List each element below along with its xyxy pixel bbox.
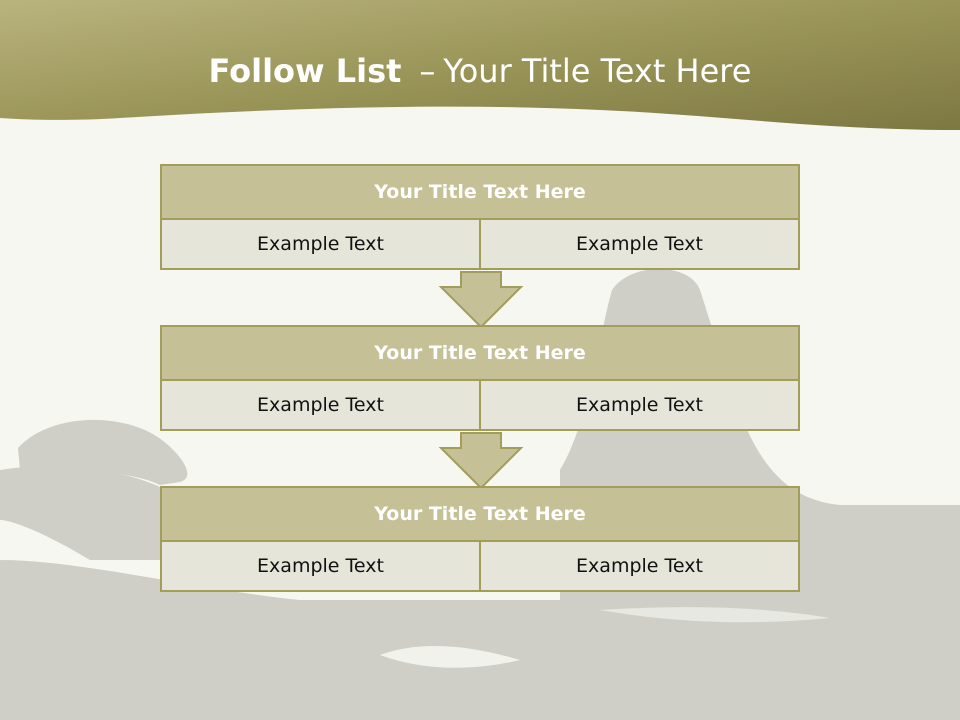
block-title: Your Title Text Here: [160, 164, 800, 220]
block-row: Example Text Example Text: [160, 381, 800, 431]
follow-block-1: Your Title Text Here Example Text Exampl…: [160, 164, 800, 270]
block-row: Example Text Example Text: [160, 220, 800, 270]
block-cell-left: Example Text: [160, 381, 481, 431]
block-row: Example Text Example Text: [160, 542, 800, 592]
down-arrow-icon: [438, 271, 524, 329]
title-rest-text: Your Title Text Here: [443, 52, 752, 90]
slide-title: Follow List–Your Title Text Here: [0, 52, 960, 90]
title-dash: –: [419, 52, 436, 90]
down-arrow-icon: [438, 432, 524, 490]
block-cell-right: Example Text: [481, 542, 800, 592]
title-bold-text: Follow List: [208, 52, 402, 90]
header-band: [0, 0, 960, 130]
block-title: Your Title Text Here: [160, 325, 800, 381]
block-cell-left: Example Text: [160, 542, 481, 592]
block-cell-right: Example Text: [481, 220, 800, 270]
follow-block-3: Your Title Text Here Example Text Exampl…: [160, 486, 800, 592]
block-cell-left: Example Text: [160, 220, 481, 270]
follow-block-2: Your Title Text Here Example Text Exampl…: [160, 325, 800, 431]
block-title: Your Title Text Here: [160, 486, 800, 542]
block-cell-right: Example Text: [481, 381, 800, 431]
